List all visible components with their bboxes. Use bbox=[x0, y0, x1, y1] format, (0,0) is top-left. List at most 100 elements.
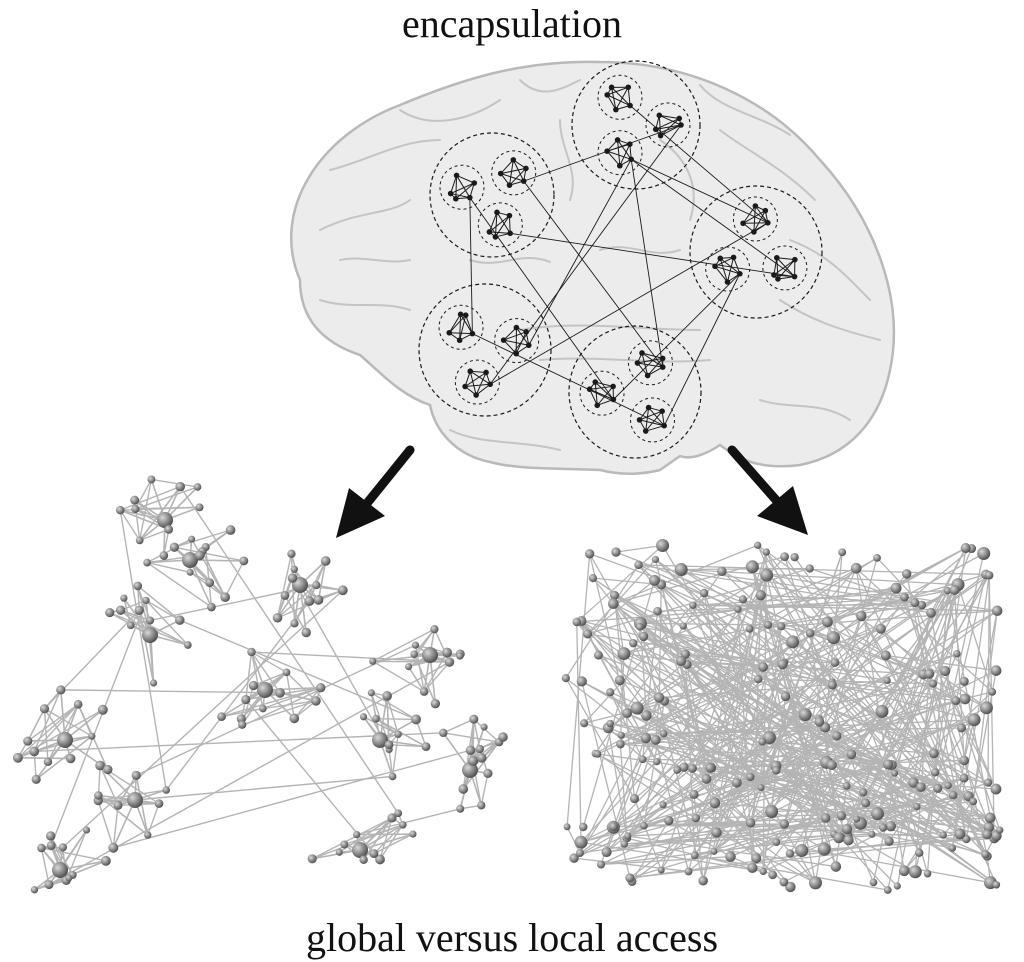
network-edge bbox=[860, 615, 974, 802]
module-node bbox=[457, 311, 464, 318]
network-edge bbox=[832, 574, 990, 686]
network-edge bbox=[702, 626, 782, 881]
network-edge bbox=[694, 737, 770, 856]
network-edge bbox=[638, 564, 806, 716]
submodule-boundary bbox=[762, 245, 808, 291]
module-edge bbox=[655, 118, 680, 130]
module-node bbox=[506, 212, 513, 219]
modular-network bbox=[12, 475, 508, 894]
module-edge bbox=[647, 366, 663, 376]
network-node bbox=[959, 693, 971, 705]
network-node bbox=[786, 635, 800, 649]
network-node bbox=[614, 675, 625, 686]
network-edge bbox=[758, 678, 934, 685]
network-node bbox=[143, 558, 151, 567]
network-node bbox=[636, 623, 644, 631]
network-node bbox=[690, 851, 699, 860]
module-node bbox=[453, 172, 460, 179]
network-node bbox=[353, 830, 361, 839]
network-edge bbox=[251, 651, 287, 673]
module-edge bbox=[641, 352, 663, 359]
network-node bbox=[638, 631, 649, 642]
network-node bbox=[142, 596, 150, 605]
module-edge bbox=[489, 231, 511, 234]
module-node bbox=[636, 417, 643, 423]
network-edge bbox=[621, 719, 975, 736]
network-node bbox=[280, 591, 290, 600]
network-node bbox=[755, 590, 766, 601]
network-node bbox=[44, 880, 54, 890]
network-edge bbox=[703, 592, 793, 643]
network-node bbox=[673, 766, 682, 774]
network-edge bbox=[151, 478, 198, 488]
module-edge bbox=[606, 150, 621, 167]
network-edge bbox=[245, 651, 253, 700]
network-node bbox=[622, 708, 632, 719]
module-node bbox=[462, 312, 469, 318]
network-node bbox=[753, 674, 763, 684]
network-edge bbox=[112, 799, 136, 849]
module-node bbox=[462, 383, 468, 390]
network-node bbox=[940, 665, 951, 677]
network-edge bbox=[189, 559, 213, 608]
network-node bbox=[983, 778, 993, 787]
module-edge bbox=[500, 173, 524, 182]
network-node bbox=[130, 495, 140, 505]
network-edge bbox=[119, 510, 167, 791]
module-node bbox=[730, 254, 737, 261]
network-node bbox=[483, 768, 493, 779]
network-node bbox=[650, 734, 661, 745]
network-edge bbox=[179, 619, 417, 721]
network-node bbox=[65, 874, 73, 882]
network-edge bbox=[375, 718, 399, 735]
network-node bbox=[634, 560, 643, 570]
network-node bbox=[609, 822, 618, 831]
network-node bbox=[411, 714, 421, 725]
long-range-edge bbox=[528, 159, 632, 346]
module-edge bbox=[627, 87, 631, 106]
network-node bbox=[409, 830, 417, 838]
network-node bbox=[664, 815, 674, 826]
network-edge bbox=[685, 653, 785, 663]
network-node bbox=[982, 829, 992, 840]
network-edge bbox=[165, 600, 310, 791]
network-edge bbox=[680, 568, 744, 600]
network-edge bbox=[388, 744, 427, 748]
network-edge bbox=[638, 564, 847, 837]
network-node bbox=[134, 605, 144, 615]
network-edge bbox=[583, 592, 705, 724]
network-node bbox=[95, 760, 105, 771]
network-node bbox=[584, 549, 595, 559]
network-node bbox=[838, 548, 847, 557]
network-node bbox=[959, 676, 969, 686]
network-node bbox=[830, 658, 840, 667]
module-node bbox=[523, 165, 529, 172]
network-node bbox=[574, 835, 588, 849]
network-edge bbox=[60, 689, 66, 741]
network-node bbox=[382, 691, 392, 701]
network-edge bbox=[633, 798, 662, 871]
network-edge bbox=[610, 722, 889, 766]
network-node bbox=[476, 753, 487, 763]
network-node bbox=[100, 855, 111, 866]
network-node bbox=[57, 732, 73, 748]
network-node bbox=[990, 783, 1002, 795]
network-node bbox=[711, 827, 722, 838]
network-edge bbox=[710, 759, 965, 769]
module-edge bbox=[515, 327, 530, 346]
network-node bbox=[878, 823, 888, 832]
network-node bbox=[442, 647, 452, 658]
module-node bbox=[652, 126, 659, 133]
module-edge bbox=[639, 419, 665, 427]
network-node bbox=[45, 831, 56, 841]
module-boundary bbox=[429, 132, 555, 258]
module-edge bbox=[594, 382, 598, 406]
network-node bbox=[640, 821, 648, 830]
network-node bbox=[120, 594, 128, 602]
network-edge bbox=[742, 598, 988, 857]
brain-module-network bbox=[418, 60, 823, 459]
network-node bbox=[898, 865, 910, 877]
network-node bbox=[746, 772, 755, 782]
network-edge bbox=[201, 550, 226, 598]
network-edge bbox=[174, 529, 231, 548]
